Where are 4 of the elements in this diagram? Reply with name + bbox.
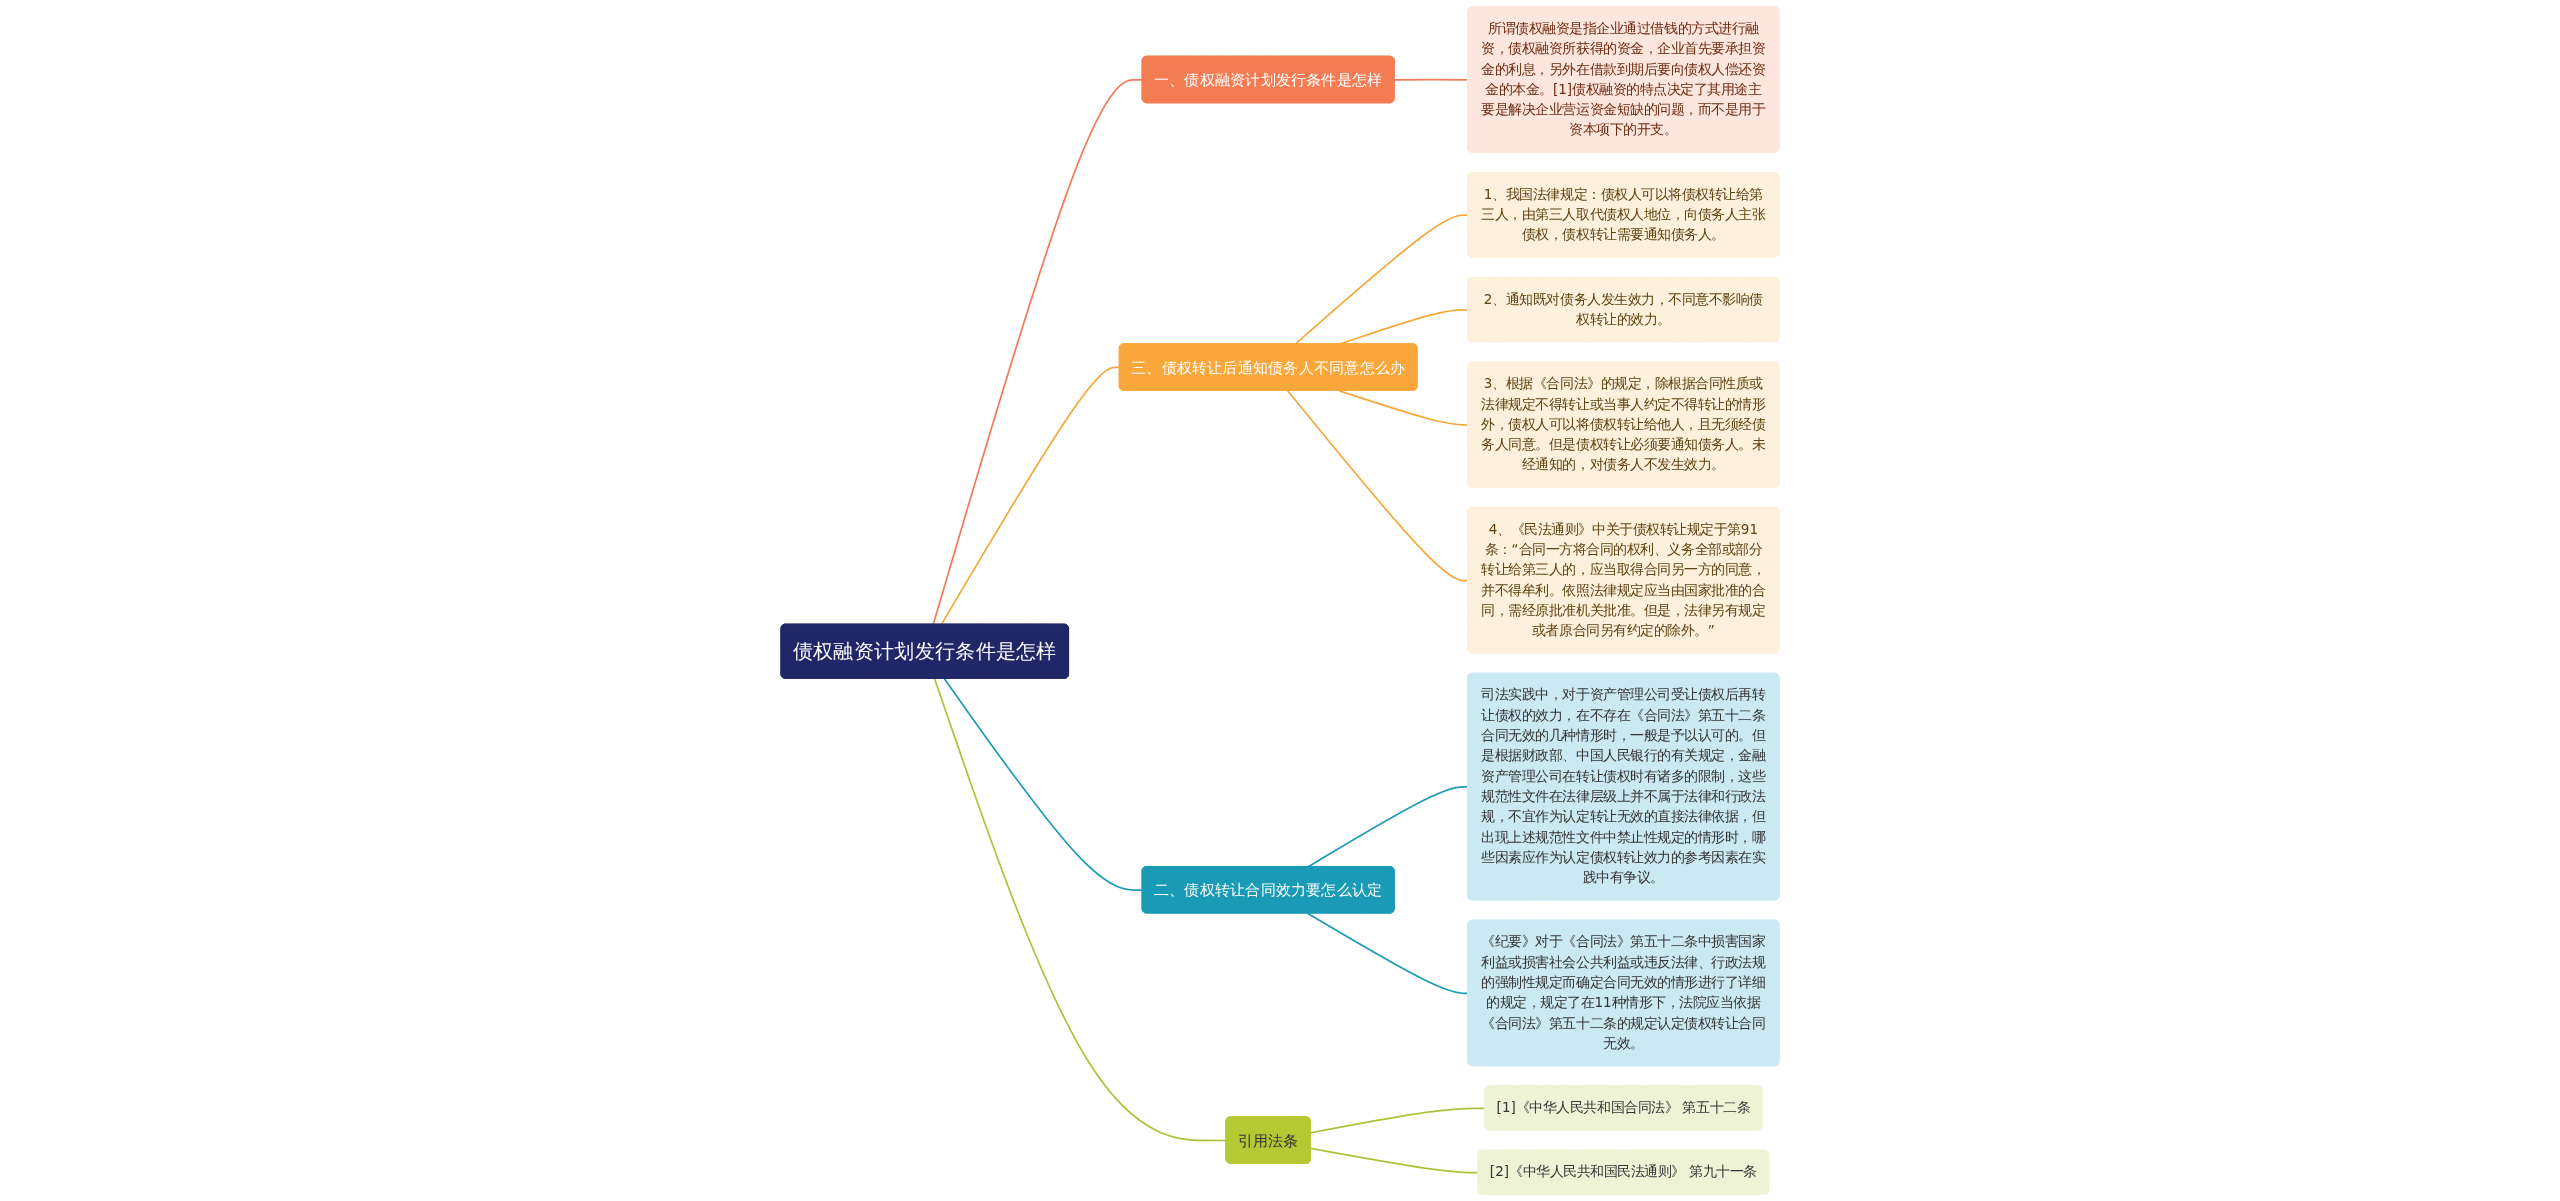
connector [940,366,1121,626]
connector [1310,1147,1480,1174]
connector [943,677,1144,892]
connector [932,79,1144,626]
